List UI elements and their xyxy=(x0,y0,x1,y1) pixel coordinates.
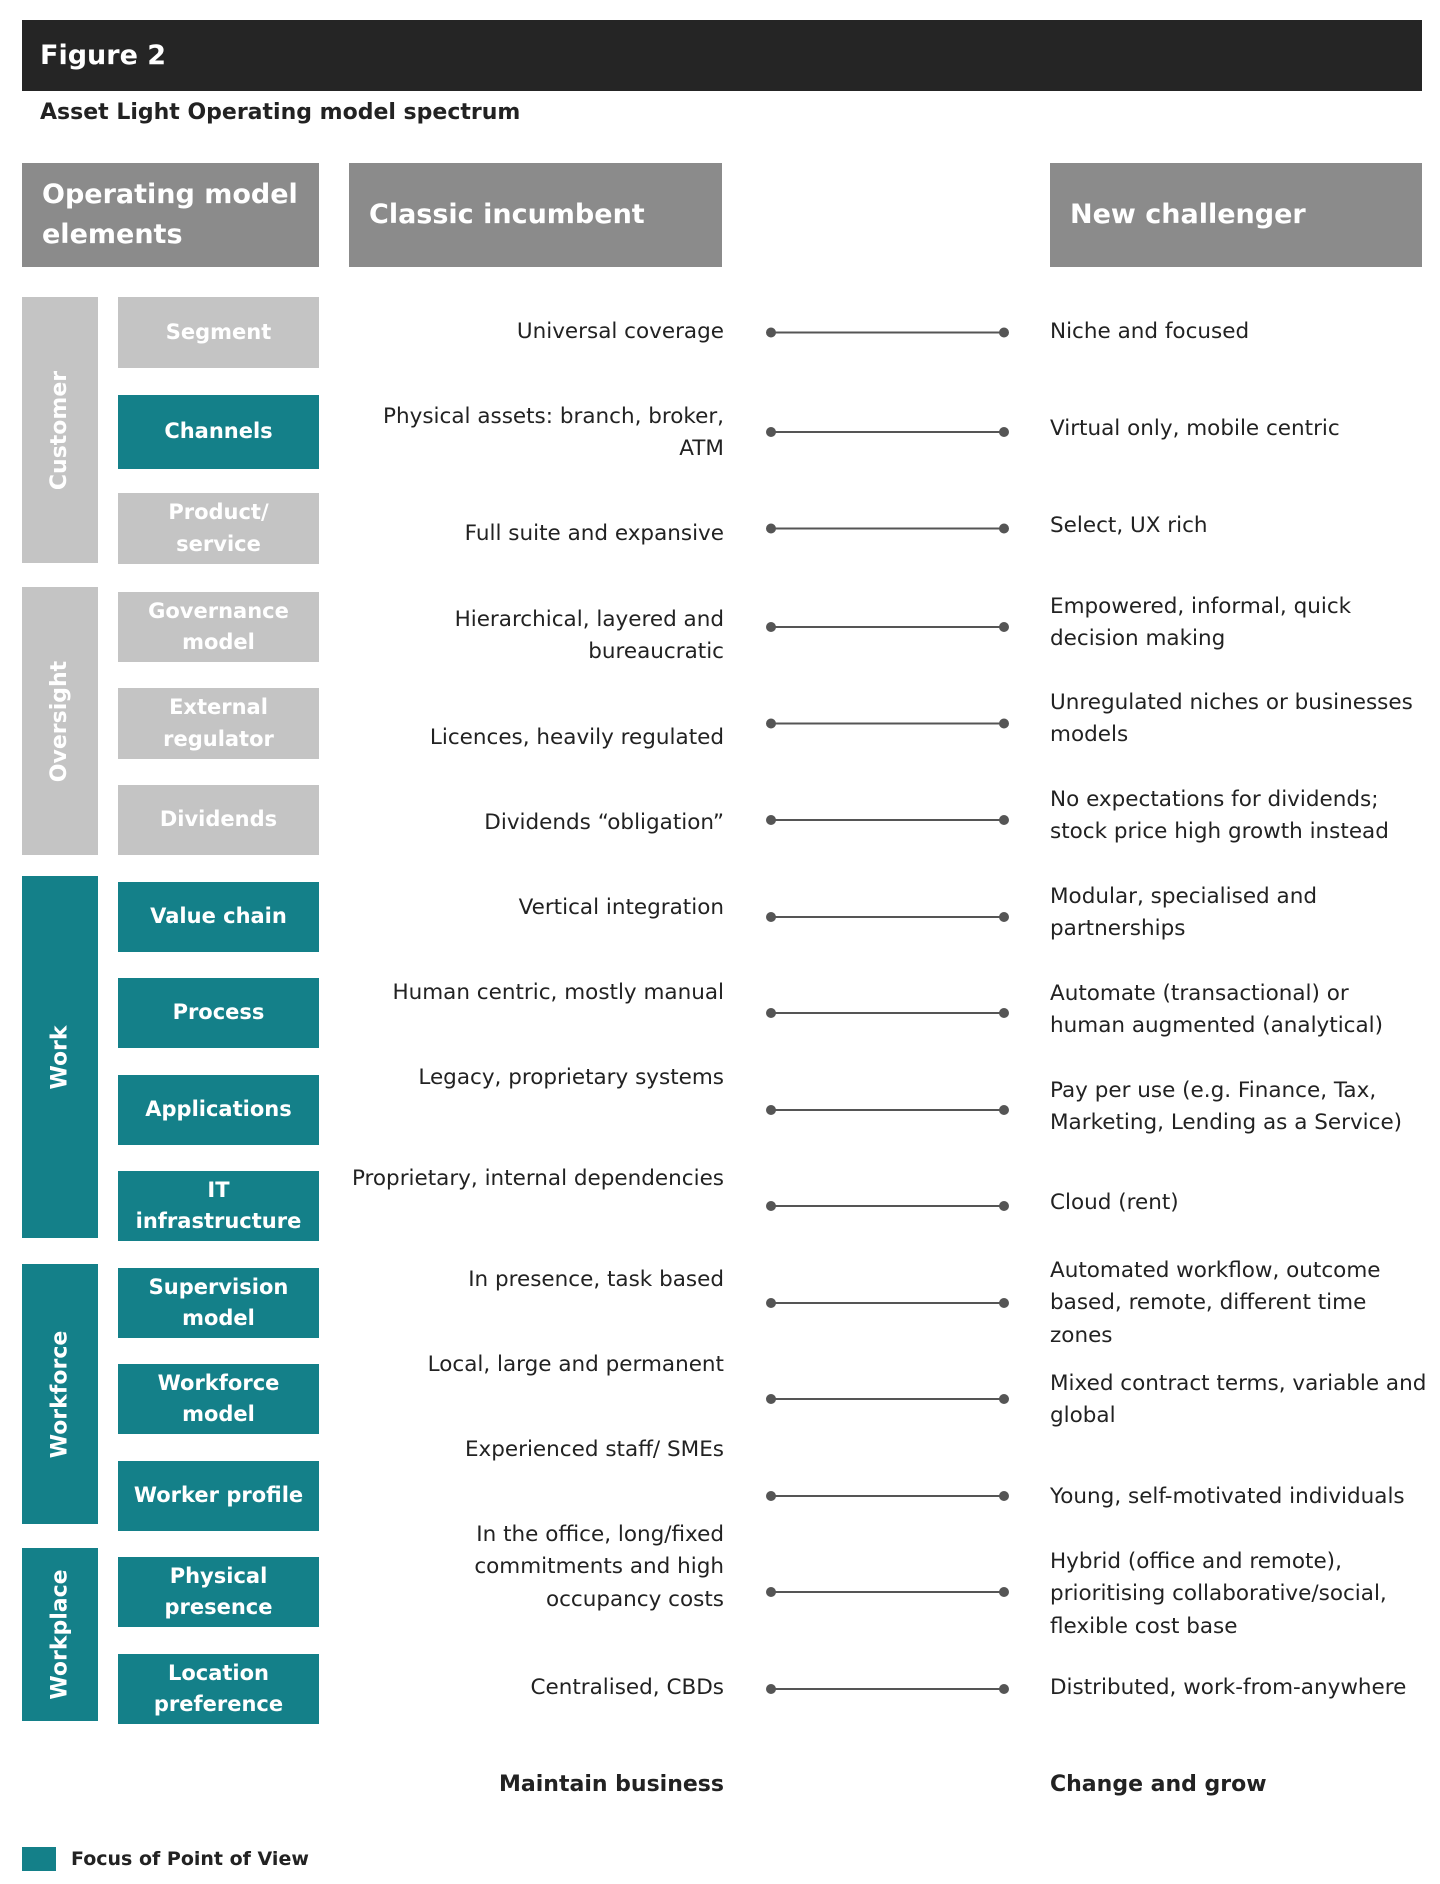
connector-dot-left xyxy=(766,1008,776,1018)
header-classic-incumbent: Classic incumbent xyxy=(349,163,722,267)
challenger-text-worker-profile: Young, self-motivated individuals xyxy=(1050,1484,1405,1509)
challenger-text-supervision-model: Automated workflow, outcome based, remot… xyxy=(1050,1258,1381,1348)
incumbent-text-location-preference: Centralised, CBDs xyxy=(530,1675,724,1700)
challenger-text-applications: Pay per use (e.g. Finance, Tax, Marketin… xyxy=(1050,1078,1403,1136)
incumbent-text-physical-presence: In the office, long/fixed commitments an… xyxy=(474,1522,724,1612)
incumbent-text-process: Human centric, mostly manual xyxy=(392,980,724,1005)
connector-dot-left xyxy=(766,622,776,632)
connector-dot-left xyxy=(766,1394,776,1404)
connector-dot-left xyxy=(766,523,776,534)
element-worker-profile: Worker profile xyxy=(118,1461,319,1531)
incumbent-text-segment: Universal coverage xyxy=(516,319,724,344)
group-work: Work xyxy=(22,876,98,1238)
incumbent-text-product-service: Full suite and expansive xyxy=(464,521,724,546)
figure-title: Figure 2 xyxy=(22,20,1422,91)
connector-dot-left xyxy=(766,1298,776,1308)
connector-dot-left xyxy=(766,1587,776,1597)
connector-dot-right xyxy=(999,1394,1009,1404)
connector-dot-right xyxy=(999,1684,1009,1694)
challenger-text-value-chain: Modular, specialised and partnerships xyxy=(1050,884,1317,942)
footer-maintain-business: Maintain business xyxy=(499,1772,724,1797)
challenger-text-process: Automate (transactional) or human augmen… xyxy=(1050,981,1384,1039)
connector-dot-right xyxy=(999,1298,1009,1308)
connector-dot-right xyxy=(999,815,1009,825)
challenger-text-dividends: No expectations for dividends; stock pri… xyxy=(1050,787,1389,845)
challenger-text-product-service: Select, UX rich xyxy=(1050,513,1208,538)
element-product-service: Product/ service xyxy=(118,493,319,564)
connector-dot-left xyxy=(766,1201,776,1211)
connector-dot-right xyxy=(999,1201,1009,1211)
element-channels: Channels xyxy=(118,395,319,469)
connector-dot-right xyxy=(999,622,1009,632)
header-operating-model-elements: Operating model elements xyxy=(22,163,319,267)
element-applications: Applications xyxy=(118,1075,319,1145)
figure-subtitle: Asset Light Operating model spectrum xyxy=(40,100,521,125)
challenger-text-governance-model: Empowered, informal, quick decision maki… xyxy=(1050,594,1352,652)
legend-label: Focus of Point of View xyxy=(71,1848,309,1870)
connector-dot-left xyxy=(766,327,776,338)
challenger-text-external-regulator: Unregulated niches or businesses models xyxy=(1050,690,1413,748)
group-customer: Customer xyxy=(22,297,98,563)
group-workplace: Workplace xyxy=(22,1548,98,1721)
element-it-infrastructure: IT infrastructure xyxy=(118,1171,319,1241)
element-value-chain: Value chain xyxy=(118,882,319,952)
connector-dot-right xyxy=(999,327,1009,338)
incumbent-text-it-infrastructure: Proprietary, internal dependencies xyxy=(351,1166,724,1191)
connector-dot-right xyxy=(999,1587,1009,1597)
connector-dot-left xyxy=(766,815,776,825)
incumbent-text-value-chain: Vertical integration xyxy=(518,895,724,920)
element-physical-presence: Physical presence xyxy=(118,1557,319,1627)
connector-dot-left xyxy=(766,1684,776,1694)
connector-dot-left xyxy=(766,1491,776,1501)
incumbent-text-dividends: Dividends “obligation” xyxy=(484,810,724,835)
connector-dot-left xyxy=(766,912,776,922)
incumbent-text-applications: Legacy, proprietary systems xyxy=(418,1065,724,1090)
challenger-text-channels: Virtual only, mobile centric xyxy=(1050,416,1340,441)
element-workforce-model: Workforce model xyxy=(118,1364,319,1434)
connector-dot-right xyxy=(999,1008,1009,1018)
element-supervision-model: Supervision model xyxy=(118,1268,319,1338)
element-process: Process xyxy=(118,978,319,1048)
element-dividends: Dividends xyxy=(118,785,319,855)
element-segment: Segment xyxy=(118,297,319,368)
challenger-text-workforce-model: Mixed contract terms, variable and globa… xyxy=(1050,1371,1427,1429)
connector-dot-left xyxy=(766,427,776,437)
incumbent-text-channels: Physical assets: branch, broker, ATM xyxy=(383,404,724,462)
connector-dot-right xyxy=(999,912,1009,922)
incumbent-text-supervision-model: In presence, task based xyxy=(468,1267,724,1292)
incumbent-text-external-regulator: Licences, heavily regulated xyxy=(429,725,724,750)
connector-dot-right xyxy=(999,1491,1009,1501)
connector-dot-left xyxy=(766,718,776,729)
header-new-challenger: New challenger xyxy=(1050,163,1422,267)
element-external-regulator: External regulator xyxy=(118,688,319,759)
element-location-preference: Location preference xyxy=(118,1654,319,1724)
connector-dot-left xyxy=(766,1105,776,1115)
incumbent-text-workforce-model: Local, large and permanent xyxy=(427,1352,724,1377)
challenger-text-it-infrastructure: Cloud (rent) xyxy=(1050,1190,1179,1215)
challenger-text-segment: Niche and focused xyxy=(1050,319,1250,344)
group-oversight: Oversight xyxy=(22,587,98,855)
connector-dot-right xyxy=(999,427,1009,437)
connector-dot-right xyxy=(999,523,1009,534)
connector-dot-right xyxy=(999,1105,1009,1115)
incumbent-text-worker-profile: Experienced staff/ SMEs xyxy=(464,1437,724,1462)
challenger-text-physical-presence: Hybrid (office and remote), prioritising… xyxy=(1050,1549,1387,1639)
group-workforce: Workforce xyxy=(22,1264,98,1524)
footer-change-and-grow: Change and grow xyxy=(1050,1772,1267,1797)
element-governance-model: Governance model xyxy=(118,592,319,662)
challenger-text-location-preference: Distributed, work-from-anywhere xyxy=(1050,1675,1407,1700)
incumbent-text-governance-model: Hierarchical, layered and bureaucratic xyxy=(454,607,724,665)
connector-dot-right xyxy=(999,718,1009,729)
legend-swatch-teal xyxy=(22,1847,56,1871)
